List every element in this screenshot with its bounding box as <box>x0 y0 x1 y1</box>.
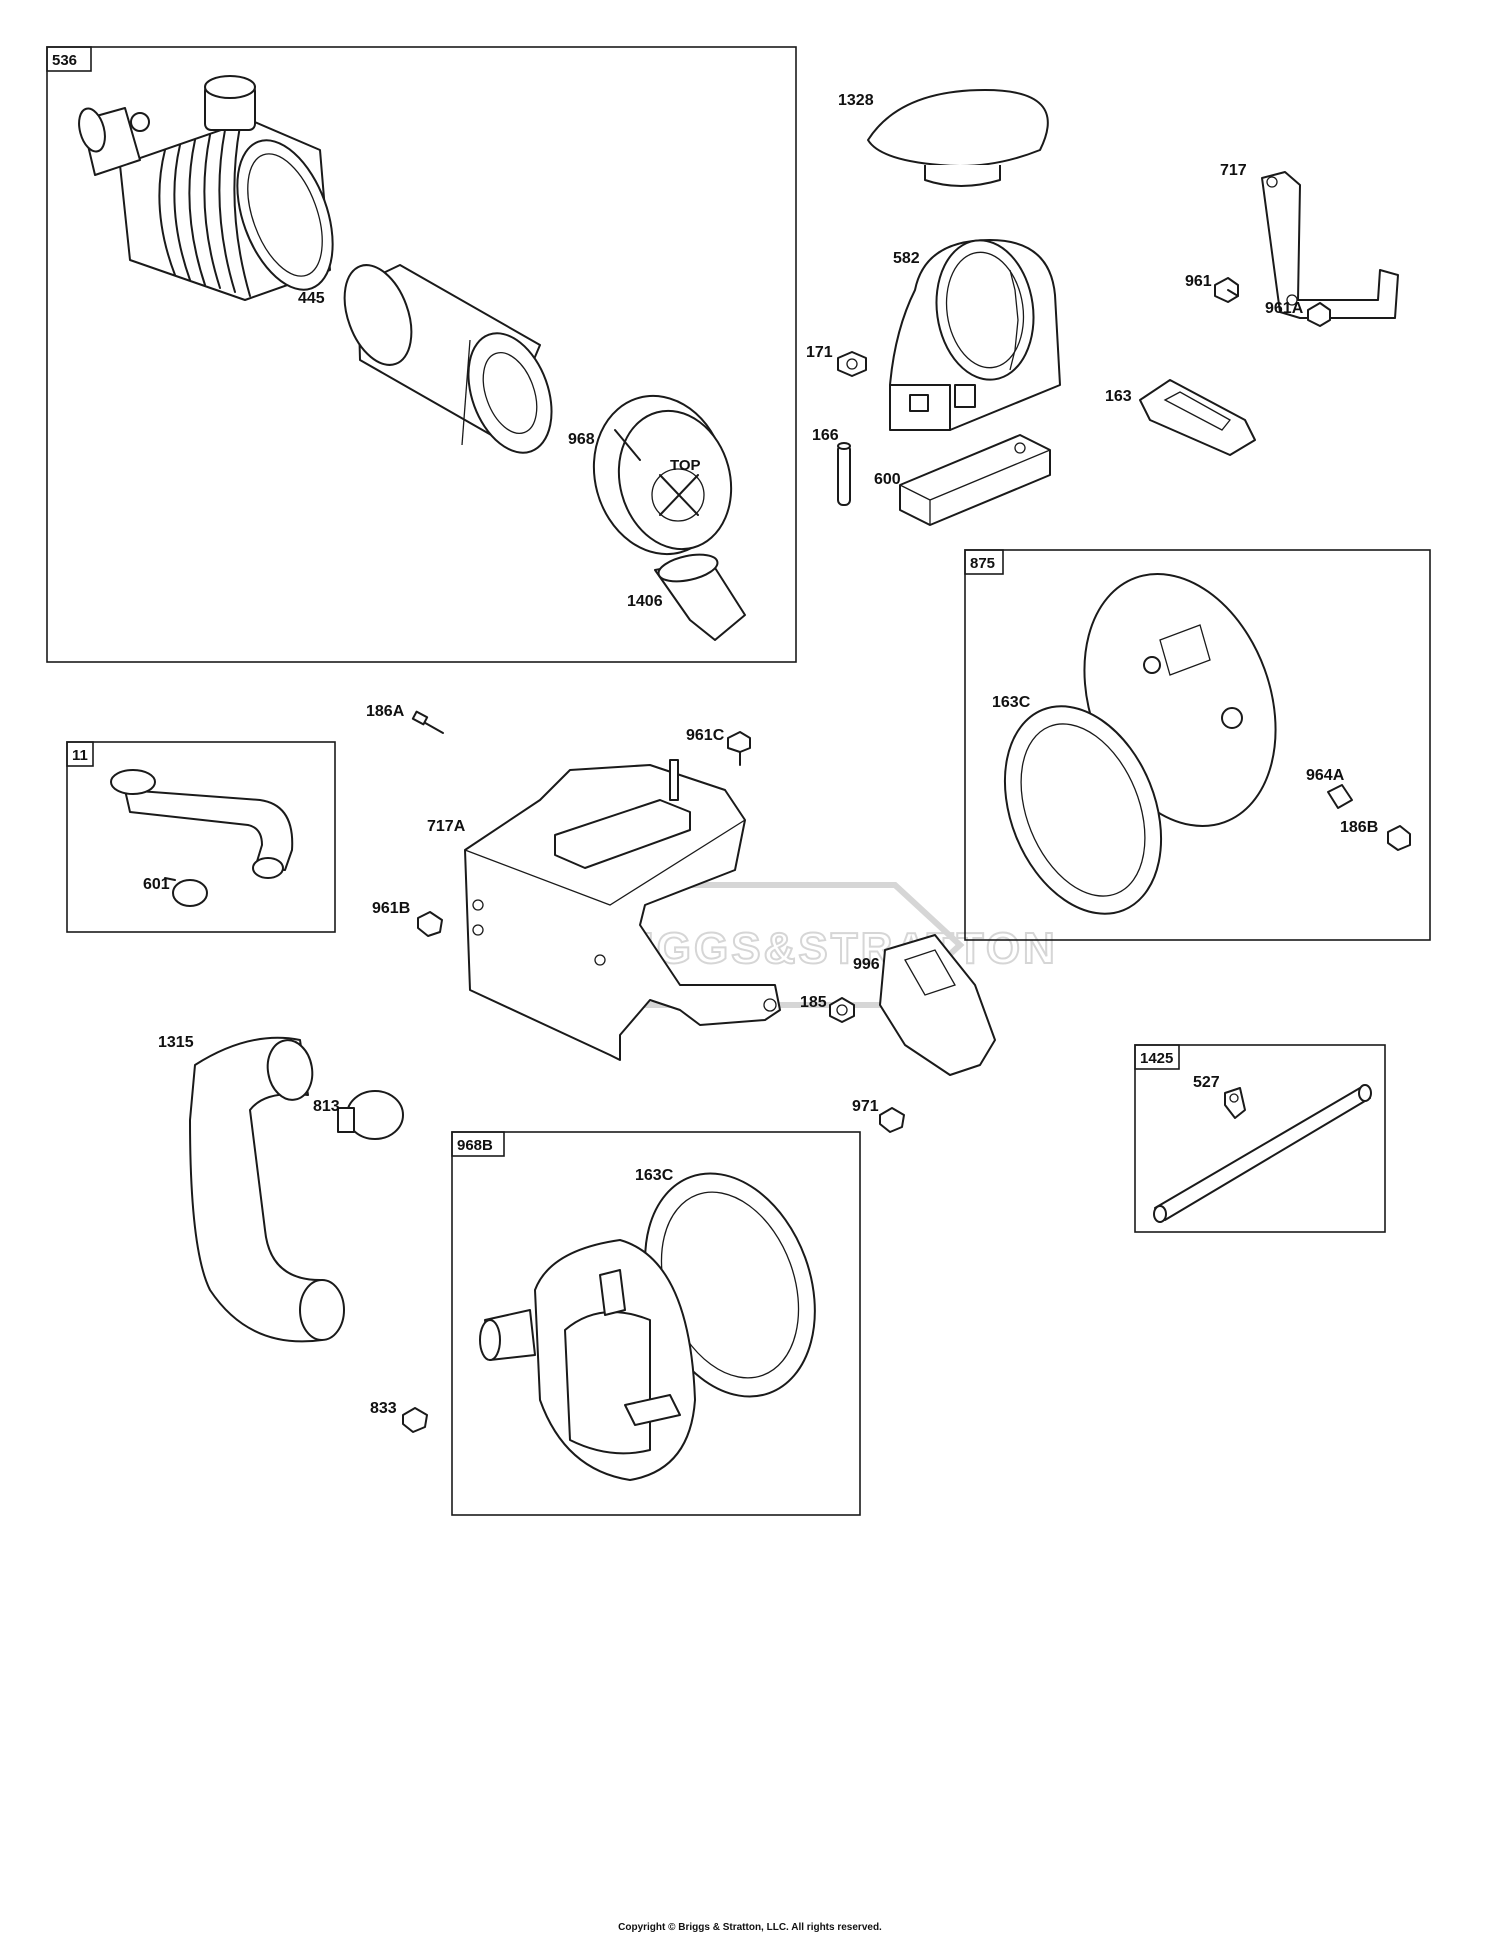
label-582: 582 <box>893 250 920 267</box>
screw-961B[interactable] <box>417 911 443 937</box>
screw-961A[interactable] <box>1307 302 1331 327</box>
label-961B: 961B <box>372 900 410 917</box>
cover-968[interactable]: TOP <box>577 381 747 569</box>
gasket-996[interactable] <box>879 934 996 1076</box>
clamp-813[interactable] <box>337 1090 404 1140</box>
label-971: 971 <box>852 1098 879 1115</box>
screw-186A[interactable] <box>411 710 444 734</box>
breather-tube-11[interactable] <box>110 769 294 879</box>
label-163: 163 <box>1105 388 1132 405</box>
group-536[interactable]: 536 <box>46 46 797 663</box>
group-968B[interactable]: 968B <box>451 1131 861 1516</box>
nut-185[interactable] <box>829 997 855 1023</box>
label-964A: 964A <box>1306 767 1345 784</box>
screw-186B[interactable] <box>1387 825 1411 851</box>
label-717: 717 <box>1220 162 1247 179</box>
group-968B-tag: 968B <box>457 1137 493 1154</box>
label-961: 961 <box>1185 273 1212 290</box>
screw-833[interactable] <box>402 1407 428 1433</box>
nut-171[interactable] <box>837 351 867 377</box>
copyright-text: Copyright © Briggs & Stratton, LLC. All … <box>618 1922 882 1933</box>
label-185: 185 <box>800 994 827 1011</box>
group-875-tag: 875 <box>970 555 995 572</box>
label-186B: 186B <box>1340 819 1378 836</box>
label-1328: 1328 <box>838 92 874 109</box>
group-11-tag: 11 <box>72 747 88 764</box>
spacer-964A[interactable] <box>1327 784 1353 809</box>
mounting-band-582[interactable] <box>889 234 1061 431</box>
label-600: 600 <box>874 471 901 488</box>
label-996: 996 <box>853 956 880 973</box>
gasket-163[interactable] <box>1139 379 1256 456</box>
group-536-tag: 536 <box>52 52 77 69</box>
tube-1425[interactable] <box>1153 1084 1372 1223</box>
cover-968B[interactable] <box>479 1239 696 1481</box>
label-171: 171 <box>806 344 833 361</box>
filter-element-445[interactable] <box>332 256 567 464</box>
clip-527[interactable] <box>1224 1087 1246 1119</box>
hose-1315[interactable] <box>189 1036 345 1343</box>
label-527: 527 <box>1193 1074 1220 1091</box>
label-961A: 961A <box>1265 300 1304 317</box>
screw-961[interactable] <box>1214 277 1239 303</box>
valve-1406[interactable] <box>654 550 746 641</box>
label-163C-a: 163C <box>992 694 1031 711</box>
block-600[interactable] <box>899 434 1051 526</box>
group-1425[interactable]: 1425 <box>1134 1044 1386 1233</box>
screw-971[interactable] <box>879 1107 905 1133</box>
label-601: 601 <box>143 876 170 893</box>
gasket-163C-a[interactable] <box>976 683 1190 937</box>
label-813: 813 <box>313 1098 340 1115</box>
bracket-717A[interactable] <box>464 759 781 1061</box>
label-186A: 186A <box>366 703 405 720</box>
screw-961C[interactable] <box>727 731 751 766</box>
group-11[interactable]: 11 <box>66 741 336 933</box>
label-833: 833 <box>370 1400 397 1417</box>
group-875[interactable]: 875 <box>964 549 1431 941</box>
label-961C: 961C <box>686 727 725 744</box>
label-163C-b: 163C <box>635 1167 674 1184</box>
label-445: 445 <box>298 290 325 307</box>
label-1406: 1406 <box>627 593 663 610</box>
rain-cap-1328[interactable] <box>867 89 1049 187</box>
label-166: 166 <box>812 427 839 444</box>
label-717A: 717A <box>427 818 466 835</box>
label-968: 968 <box>568 431 595 448</box>
label-1315: 1315 <box>158 1034 194 1051</box>
group-1425-tag: 1425 <box>1140 1050 1173 1067</box>
pin-166[interactable] <box>837 442 851 506</box>
clamp-601[interactable] <box>164 877 208 907</box>
top-logo: TOP <box>670 457 701 474</box>
air-cleaner-housing[interactable] <box>75 75 351 303</box>
bracket-717[interactable] <box>1261 171 1399 319</box>
